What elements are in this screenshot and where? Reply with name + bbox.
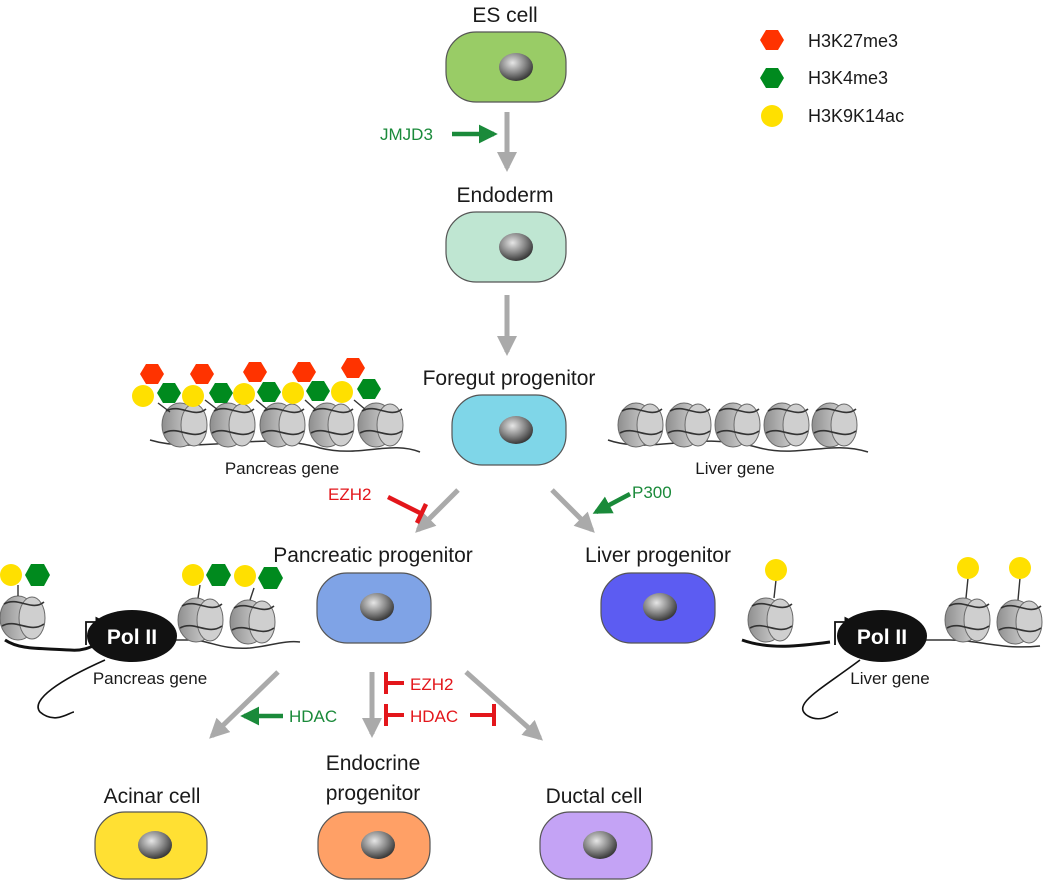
ezh2-label-mid: EZH2	[410, 675, 453, 694]
pancreatic-to-acinar-arrow	[209, 670, 280, 739]
hdac-green-label: HDAC	[289, 707, 337, 726]
liver-gene-active: Pol II	[741, 557, 1043, 720]
legend-h3k27me3-label: H3K27me3	[808, 31, 898, 51]
endocrine-nucleus	[361, 831, 395, 859]
endocrine-label-line2: progenitor	[326, 782, 421, 805]
pol-ii-pancreas	[87, 610, 177, 662]
h3k4me3-marks-top	[157, 379, 381, 403]
legend-h3k4me3-label: H3K4me3	[808, 68, 888, 88]
pol-ii-label-pancreas: Pol II	[107, 626, 157, 649]
ezh2-inhibition-bar-top	[386, 494, 424, 517]
acetyl-mark-liver-2	[957, 557, 979, 579]
foregut-to-pancreatic-arrow	[415, 488, 460, 533]
p300-activation-arrow	[592, 492, 632, 514]
acetyl-mark-liver-3	[1009, 557, 1031, 579]
pancreas-gene-chromatin-top	[132, 358, 421, 453]
acetyl-mark-pancreas-1	[0, 564, 22, 586]
h3k27me3-marks-top	[140, 358, 365, 384]
jmjd3-label: JMJD3	[380, 125, 433, 144]
legend-h3k9k14ac-label: H3K9K14ac	[808, 106, 904, 126]
es-cell-nucleus	[499, 53, 533, 81]
acinar-cell-label: Acinar cell	[104, 785, 201, 808]
p300-label: P300	[632, 483, 672, 502]
foregut-label: Foregut progenitor	[423, 367, 596, 390]
pancreas-gene-active: Pol II	[0, 564, 301, 719]
liver-progenitor-nucleus	[643, 593, 677, 621]
pancreas-gene-label-bottom: Pancreas gene	[93, 669, 207, 688]
liver-gene-label-bottom: Liver gene	[850, 669, 929, 688]
pol-ii-label-liver: Pol II	[857, 626, 907, 649]
liver-progenitor-label: Liver progenitor	[585, 544, 731, 567]
foregut-nucleus	[499, 416, 533, 444]
liver-gene-label-top: Liver gene	[695, 459, 774, 478]
acetyl-mark-pancreas-3	[234, 565, 256, 587]
legend: H3K27me3 H3K4me3 H3K9K14ac	[760, 30, 904, 127]
h3k9k14ac-legend-icon	[761, 105, 783, 127]
liver-gene-chromatin-top	[607, 402, 869, 453]
pancreas-gene-label-top: Pancreas gene	[225, 459, 339, 478]
pancreatic-progenitor-label: Pancreatic progenitor	[273, 544, 473, 567]
es-cell-label: ES cell	[472, 4, 537, 27]
ezh2-inhibition-tee-top	[414, 503, 429, 524]
acetyl-mark-pancreas-2	[182, 564, 204, 586]
ezh2-label-top: EZH2	[328, 485, 371, 504]
endocrine-label-line1: Endocrine	[326, 752, 421, 775]
pol-ii-liver	[837, 610, 927, 662]
ductal-cell-label: Ductal cell	[546, 785, 643, 808]
h3k27me3-legend-icon	[760, 30, 784, 50]
hdac-red-label: HDAC	[410, 707, 458, 726]
acinar-nucleus	[138, 831, 172, 859]
foregut-to-liver-arrow	[550, 488, 595, 533]
acetyl-mark-liver-1	[765, 559, 787, 581]
h3k9k14ac-marks-top	[132, 381, 353, 407]
h3k4me3-legend-icon	[760, 68, 784, 88]
pancreatic-to-ductal-arrow	[464, 670, 543, 741]
endoderm-label: Endoderm	[457, 184, 554, 207]
h3k4me3-mark-pancreas-1	[25, 564, 50, 586]
endoderm-nucleus	[499, 233, 533, 261]
pancreatic-progenitor-nucleus	[360, 593, 394, 621]
h3k4me3-mark-pancreas-3	[258, 567, 283, 589]
ductal-nucleus	[583, 831, 617, 859]
h3k4me3-mark-pancreas-2	[206, 564, 231, 586]
